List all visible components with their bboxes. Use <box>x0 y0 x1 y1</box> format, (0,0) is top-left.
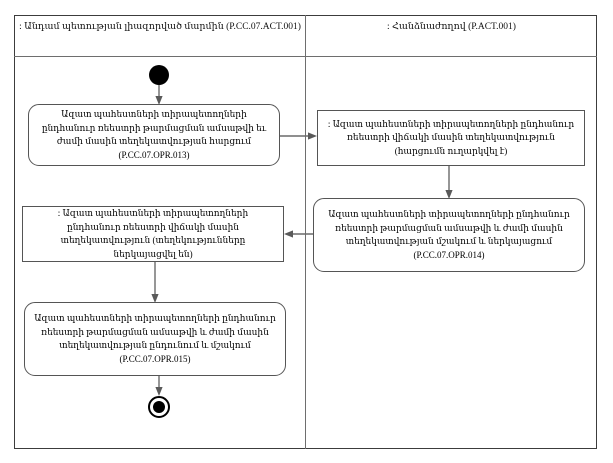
action-node-opr-014[interactable]: Ազատ պահեստների տիրապետողների ընդհանուր … <box>313 198 585 272</box>
initial-node[interactable] <box>149 65 169 85</box>
lane-title-member-state-authority: : Անդամ պետության լիազորված մարմին (P.CC… <box>19 22 301 32</box>
lane-divider <box>305 15 306 449</box>
action-node-opr-015[interactable]: Ազատ պահեստների տիրապետողների ընդհանուր … <box>24 302 286 376</box>
final-node[interactable] <box>148 396 170 418</box>
action-node-opr-013[interactable]: Ազատ պահեստների տիրապետողների ընդհանուր … <box>28 104 280 166</box>
object-node-info-provided[interactable]: : Ազատ պահեստների տիրապետողների ընդհանու… <box>22 206 284 262</box>
lane-title-commission: : Հանձնաժողով (P.ACT.001) <box>387 22 516 32</box>
object-node-request-sent[interactable]: : Ազատ պահեստների տիրապետողների ընդհանու… <box>317 110 585 166</box>
